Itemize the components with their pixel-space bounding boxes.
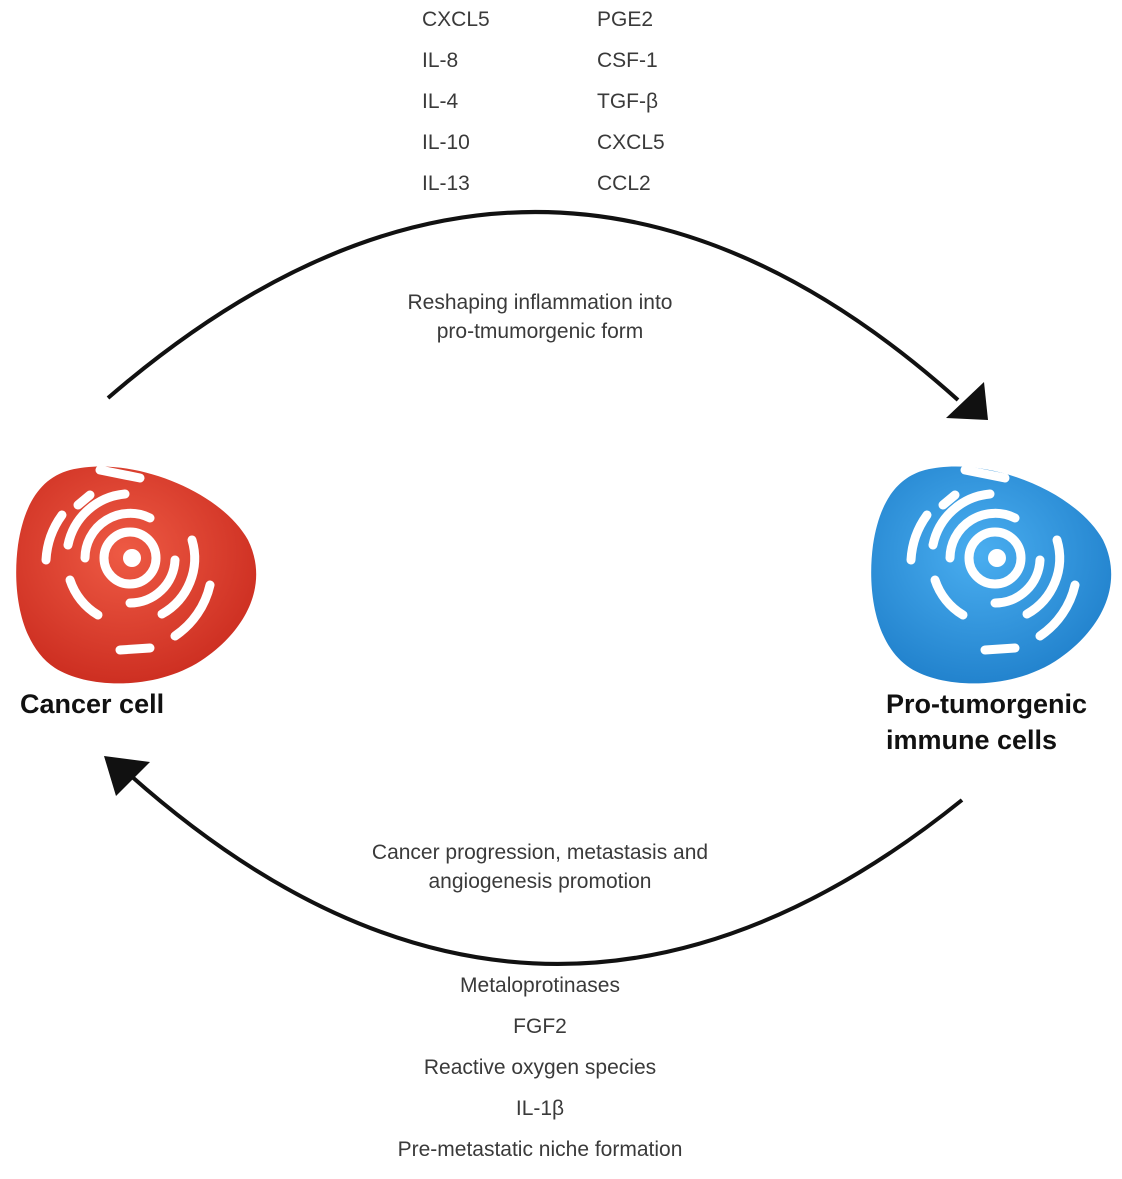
factor-item: IL-1β: [515, 1097, 565, 1120]
top-factors-right: PGE2 CSF-1 TGF-β CXCL5 CCL2: [597, 8, 665, 213]
factor-item: IL-10: [422, 131, 470, 154]
bottom-factors: Metaloprotinases FGF2 Reactive oxygen sp…: [320, 974, 760, 1179]
bottom-arrow-label-line: angiogenesis promotion: [428, 870, 652, 893]
immune-cell-label-line2: immune cells: [886, 725, 1058, 755]
factor-item: IL-4: [422, 90, 459, 113]
factor-item: Reactive oxygen species: [423, 1056, 657, 1079]
factor-item: CCL2: [597, 172, 651, 195]
top-factors-left: CXCL5 IL-8 IL-4 IL-10 IL-13: [422, 8, 490, 213]
top-arrow-label: Reshaping inflammation into pro-tmumorge…: [330, 288, 750, 346]
factor-item: Pre-metastatic niche formation: [397, 1138, 683, 1161]
cancer-cell-label: Cancer cell: [20, 689, 165, 719]
factor-item: CXCL5: [597, 131, 665, 154]
top-arrow-label-line: pro-tmumorgenic form: [436, 320, 644, 343]
factor-item: CSF-1: [597, 49, 658, 72]
cancer-cell-icon: [16, 465, 257, 684]
top-arrow: [106, 210, 960, 402]
top-arrowhead-icon: [946, 382, 988, 420]
factor-item: CXCL5: [422, 8, 490, 31]
immune-cell-icon: [871, 465, 1112, 684]
bottom-arrowhead-icon: [104, 756, 150, 796]
factor-item: IL-13: [422, 172, 470, 195]
bottom-arrow-label-line: Cancer progression, metastasis and: [371, 841, 709, 864]
bottom-arrow-label: Cancer progression, metastasis and angio…: [300, 838, 780, 896]
factor-item: TGF-β: [597, 90, 659, 113]
factor-item: FGF2: [513, 1015, 567, 1038]
factor-item: IL-8: [422, 49, 459, 72]
factor-item: PGE2: [597, 8, 654, 31]
top-arrow-label-line: Reshaping inflammation into: [407, 291, 673, 314]
immune-cell-label-line1: Pro-tumorgenic: [886, 689, 1088, 719]
bottom-arrow: [128, 773, 964, 966]
factor-item: Metaloprotinases: [460, 974, 620, 997]
immune-cell-label: Pro-tumorgenic immune cells: [886, 686, 1087, 758]
